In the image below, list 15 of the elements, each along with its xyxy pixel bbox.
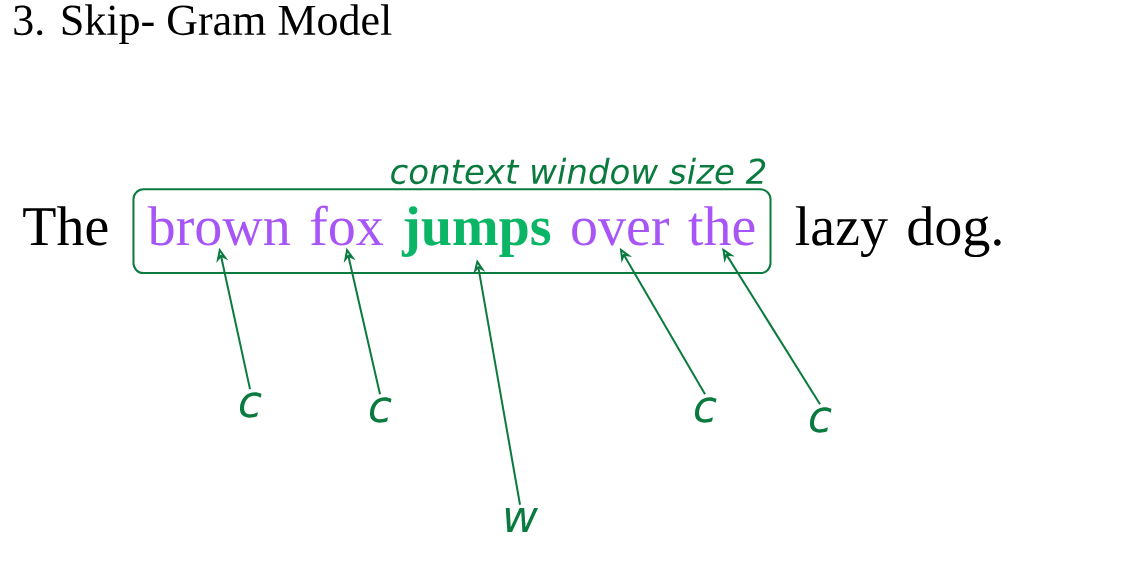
- word: jumps: [401, 206, 551, 257]
- handwritten-letter: c: [369, 397, 392, 423]
- node-label: context window size 2: [391, 157, 766, 185]
- word: fox: [310, 205, 384, 246]
- handwritten-letter: c: [694, 397, 717, 423]
- word: brown: [147, 206, 290, 246]
- handwritten-letter: c: [239, 392, 262, 418]
- handwritten-letter: w: [505, 507, 539, 532]
- title: 3. Skip- Gram Model: [14, 4, 392, 45]
- word: the: [688, 206, 755, 246]
- word: dog.: [908, 206, 1001, 258]
- word: lazy: [795, 206, 888, 258]
- word: The: [23, 206, 108, 246]
- handwritten-letter: c: [809, 407, 832, 433]
- word: over: [572, 218, 669, 246]
